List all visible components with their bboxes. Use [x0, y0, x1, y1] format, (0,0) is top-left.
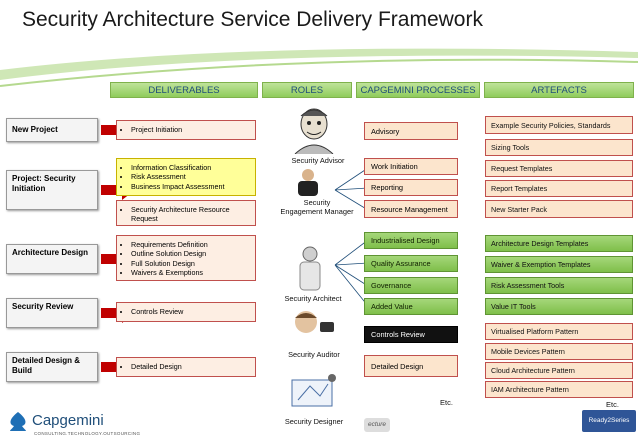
deliverable-initiation-a: Information Classification Risk Assessme… — [116, 158, 256, 196]
deliverable-detailed: Detailed Design — [116, 357, 256, 377]
phase-new-project: New Project — [6, 118, 98, 142]
role-security-advisor: Security Advisor — [291, 156, 345, 165]
process-etc: Etc. — [440, 398, 453, 407]
deliverable-architecture: Requirements Definition Outline Solution… — [116, 235, 256, 281]
deliverable-review: Controls Review — [116, 302, 256, 322]
deliverable-item: Waivers & Exemptions — [131, 268, 249, 277]
process-controls-review: Controls Review — [364, 326, 458, 343]
capgemini-tagline: CONSULTING.TECHNOLOGY.OUTSOURCING — [34, 431, 141, 436]
phase-detailed-design-build: Detailed Design & Build — [6, 352, 98, 382]
header-swoosh — [0, 48, 638, 87]
process-detailed-design: Detailed Design — [364, 355, 458, 377]
deliverable-new-project: Project Initiation — [116, 120, 256, 140]
phase-security-review: Security Review — [6, 298, 98, 328]
artefact-example-policies: Example Security Policies, Standards — [485, 116, 633, 134]
connector-lines — [334, 167, 369, 307]
architect-figure-icon — [299, 246, 321, 291]
auditor-figure-icon — [295, 311, 334, 333]
artefact-new-starter-pack: New Starter Pack — [485, 200, 633, 218]
process-advisory: Advisory — [364, 122, 458, 140]
artefact-etc: Etc. — [606, 400, 619, 409]
ready2series-badge: Ready2Series — [582, 410, 636, 432]
process-work-initiation: Work Initiation — [364, 158, 458, 175]
role-label: Engagement Manager — [280, 207, 354, 216]
phase-security-initiation: Project: Security Initiation — [6, 170, 98, 210]
process-quality-assurance: Quality Assurance — [364, 255, 458, 272]
artefact-waiver-templates: Waiver & Exemption Templates — [485, 256, 633, 273]
advisor-figure-icon — [294, 108, 334, 154]
deliverable-item: Business Impact Assessment — [131, 182, 249, 191]
artefact-mobile-pattern: Mobile Devices Pattern — [485, 343, 633, 360]
deliverable-initiation-b: Security Architecture Resource Request — [116, 200, 256, 226]
deliverable-item: Requirements Definition — [131, 240, 249, 249]
artefact-sizing-tools: Sizing Tools — [485, 139, 633, 156]
deliverable-item: Project Initiation — [131, 125, 249, 134]
phase-architecture-design: Architecture Design — [6, 244, 98, 274]
header-processes: CAPGEMINI PROCESSES — [356, 82, 480, 98]
deliverable-item: Outline Solution Design — [131, 249, 249, 258]
deliverable-item: Information Classification — [131, 163, 249, 172]
header-artefacts: ARTEFACTS — [484, 82, 634, 98]
artefact-value-it-tools: Value IT Tools — [485, 298, 633, 315]
process-governance: Governance — [364, 277, 458, 294]
artefact-iam-pattern: IAM Architecture Pattern — [485, 381, 633, 398]
role-security-architect: Security Architect — [284, 294, 342, 303]
deliverable-item: Full Solution Design — [131, 259, 249, 268]
artefact-cloud-pattern: Cloud Architecture Pattern — [485, 362, 633, 379]
artefact-virtualised-pattern: Virtualised Platform Pattern — [485, 323, 633, 340]
deliverable-item: Controls Review — [131, 307, 249, 316]
center-logo: ecture — [364, 418, 390, 432]
role-security-designer: Security Designer — [284, 417, 344, 426]
designer-figure-icon — [291, 374, 336, 407]
artefact-report-templates: Report Templates — [485, 180, 633, 197]
artefact-architecture-design-templates: Architecture Design Templates — [485, 235, 633, 252]
process-resource-management: Resource Management — [364, 200, 458, 218]
artefact-request-templates: Request Templates — [485, 160, 633, 177]
capgemini-spade-logo-icon — [10, 412, 26, 431]
artefact-risk-tools: Risk Assessment Tools — [485, 277, 633, 294]
deliverable-item: Detailed Design — [131, 362, 249, 371]
page-title: Security Architecture Service Delivery F… — [22, 8, 483, 31]
header-roles: ROLES — [262, 82, 352, 98]
process-reporting: Reporting — [364, 179, 458, 196]
engagement-manager-figure-icon — [298, 169, 318, 196]
process-added-value: Added Value — [364, 298, 458, 315]
capgemini-logo: Capgemini — [32, 412, 104, 429]
deliverable-item: Risk Assessment — [131, 172, 249, 181]
header-deliverables: DELIVERABLES — [110, 82, 258, 98]
process-industrialised-design: Industrialised Design — [364, 232, 458, 249]
deliverable-item: Security Architecture Resource Request — [131, 205, 249, 224]
role-security-auditor: Security Auditor — [288, 350, 340, 359]
